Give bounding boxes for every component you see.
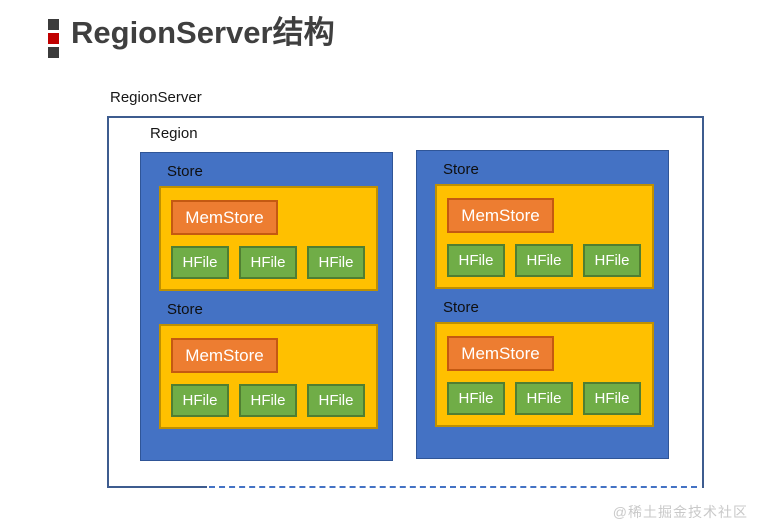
memstore-box: MemStore bbox=[447, 336, 554, 371]
store-label: Store bbox=[167, 301, 203, 318]
hfile-row: HFile HFile HFile bbox=[447, 244, 652, 277]
store-label: Store bbox=[443, 161, 479, 178]
store-section: Store MemStore HFile HFile HFile bbox=[417, 161, 668, 289]
hfile-box: HFile bbox=[583, 382, 641, 415]
hfile-box: HFile bbox=[171, 246, 229, 279]
slide-header: RegionServer结构 bbox=[48, 14, 335, 58]
memstore-box: MemStore bbox=[171, 200, 278, 235]
hfile-box: HFile bbox=[239, 384, 297, 417]
store-box: MemStore HFile HFile HFile bbox=[435, 184, 654, 289]
hfile-box: HFile bbox=[447, 382, 505, 415]
regionserver-box-bottom-solid-line bbox=[107, 486, 207, 488]
hfile-box: HFile bbox=[239, 246, 297, 279]
hfile-box: HFile bbox=[307, 384, 365, 417]
hfile-box: HFile bbox=[171, 384, 229, 417]
hfile-box: HFile bbox=[447, 244, 505, 277]
regionserver-box: Region Store MemStore HFile HFile HFile … bbox=[107, 116, 704, 488]
store-box: MemStore HFile HFile HFile bbox=[159, 186, 378, 291]
hfile-row: HFile HFile HFile bbox=[447, 382, 652, 415]
hfile-row: HFile HFile HFile bbox=[171, 384, 376, 417]
bullet-square-bottom bbox=[48, 47, 59, 58]
memstore-box: MemStore bbox=[171, 338, 278, 373]
hfile-box: HFile bbox=[583, 244, 641, 277]
regionserver-label: RegionServer bbox=[110, 89, 202, 106]
hfile-row: HFile HFile HFile bbox=[171, 246, 376, 279]
store-box: MemStore HFile HFile HFile bbox=[435, 322, 654, 427]
watermark: @稀土掘金技术社区 bbox=[612, 504, 748, 520]
store-section: Store MemStore HFile HFile HFile bbox=[141, 163, 392, 291]
bullet-square-top bbox=[48, 19, 59, 30]
page-title: RegionServer结构 bbox=[71, 15, 335, 50]
store-section: Store MemStore HFile HFile HFile bbox=[141, 301, 392, 429]
title-bullet-icon bbox=[48, 19, 59, 58]
bullet-square-red bbox=[48, 33, 59, 44]
hfile-box: HFile bbox=[307, 246, 365, 279]
region-group-right: Store MemStore HFile HFile HFile Store M… bbox=[416, 150, 669, 459]
region-group-left: Store MemStore HFile HFile HFile Store M… bbox=[140, 152, 393, 461]
memstore-box: MemStore bbox=[447, 198, 554, 233]
hfile-box: HFile bbox=[515, 244, 573, 277]
store-label: Store bbox=[443, 299, 479, 316]
regionserver-box-bottom-dashed-line bbox=[209, 486, 697, 488]
region-label: Region bbox=[150, 125, 198, 142]
store-section: Store MemStore HFile HFile HFile bbox=[417, 299, 668, 427]
hfile-box: HFile bbox=[515, 382, 573, 415]
store-label: Store bbox=[167, 163, 203, 180]
store-box: MemStore HFile HFile HFile bbox=[159, 324, 378, 429]
